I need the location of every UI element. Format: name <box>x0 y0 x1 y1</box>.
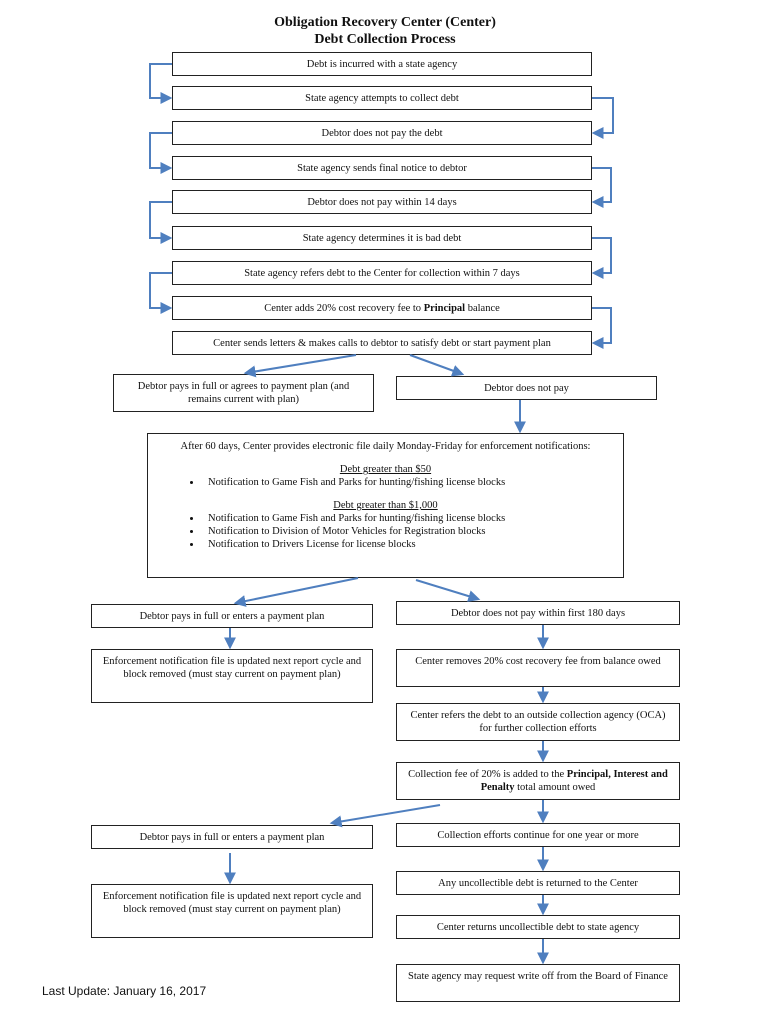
step-adds-fee: Center adds 20% cost recovery fee to Pri… <box>172 296 592 320</box>
right-no-pay-180-days: Debtor does not pay within first 180 day… <box>396 601 680 625</box>
page-subtitle: Debt Collection Process <box>314 32 456 47</box>
step-refers-to-center: State agency refers debt to the Center f… <box>172 261 592 285</box>
arrow-5-6 <box>149 201 173 244</box>
step-letters-calls: Center sends letters & makes calls to de… <box>172 331 592 355</box>
left-debtor-pays-2: Debtor pays in full or enters a payment … <box>91 825 373 849</box>
list-item: Notification to Drivers License for lice… <box>202 538 611 551</box>
right-returned-to-center: Any uncollectible debt is returned to th… <box>396 871 680 895</box>
arrow-1-2 <box>149 63 173 104</box>
enforcement-notifications-box: After 60 days, Center provides electroni… <box>147 433 624 578</box>
left-notification-updated-1: Enforcement notification file is updated… <box>91 649 373 703</box>
debt-over-50-heading: Debt greater than $50 <box>339 464 432 475</box>
arrow-to-left-pays-2 <box>329 804 441 828</box>
right-efforts-continue: Collection efforts continue for one year… <box>396 823 680 847</box>
step-debtor-not-pay: Debtor does not pay the debt <box>172 121 592 145</box>
debt-over-1000-heading: Debt greater than $1,000 <box>333 500 438 511</box>
right-refers-oca: Center refers the debt to an outside col… <box>396 703 680 741</box>
step-debt-incurred: Debt is incurred with a state agency <box>172 52 592 76</box>
arrow-6-7 <box>591 237 612 279</box>
step-bad-debt: State agency determines it is bad debt <box>172 226 592 250</box>
list-item: Notification to Game Fish and Parks for … <box>202 476 611 489</box>
branch-debtor-does-not-pay: Debtor does not pay <box>396 376 657 400</box>
arrow-to-180 <box>415 579 481 602</box>
right-write-off-request: State agency may request write off from … <box>396 964 680 1002</box>
right-removes-fee: Center removes 20% cost recovery fee fro… <box>396 649 680 687</box>
arrow-8-9 <box>591 307 612 349</box>
branch-debtor-pays: Debtor pays in full or agrees to payment… <box>113 374 374 412</box>
arrow-2-3 <box>591 97 614 139</box>
debt-over-1000-list: Notification to Game Fish and Parks for … <box>160 512 611 551</box>
step-final-notice: State agency sends final notice to debto… <box>172 156 592 180</box>
step-not-pay-14-days: Debtor does not pay within 14 days <box>172 190 592 214</box>
left-debtor-pays-1: Debtor pays in full or enters a payment … <box>91 604 373 628</box>
enforcement-intro: After 60 days, Center provides electroni… <box>180 441 591 452</box>
step-agency-attempts: State agency attempts to collect debt <box>172 86 592 110</box>
list-item: Notification to Game Fish and Parks for … <box>202 512 611 525</box>
page-title: Obligation Recovery Center (Center) <box>274 15 496 30</box>
list-item: Notification to Division of Motor Vehicl… <box>202 525 611 538</box>
right-collection-fee: Collection fee of 20% is added to the Pr… <box>396 762 680 800</box>
arrow-to-not-pay <box>409 354 465 377</box>
arrow-7-8 <box>149 272 173 314</box>
right-returns-to-agency: Center returns uncollectible debt to sta… <box>396 915 680 939</box>
arrow-to-pays <box>243 354 357 378</box>
left-notification-updated-2: Enforcement notification file is updated… <box>91 884 373 938</box>
debt-over-50-list: Notification to Game Fish and Parks for … <box>160 476 611 489</box>
arrow-3-4 <box>149 132 173 174</box>
last-update-footer: Last Update: January 16, 2017 <box>42 984 207 998</box>
arrow-4-5 <box>591 167 612 208</box>
arrow-to-left-pays-1 <box>233 577 359 607</box>
